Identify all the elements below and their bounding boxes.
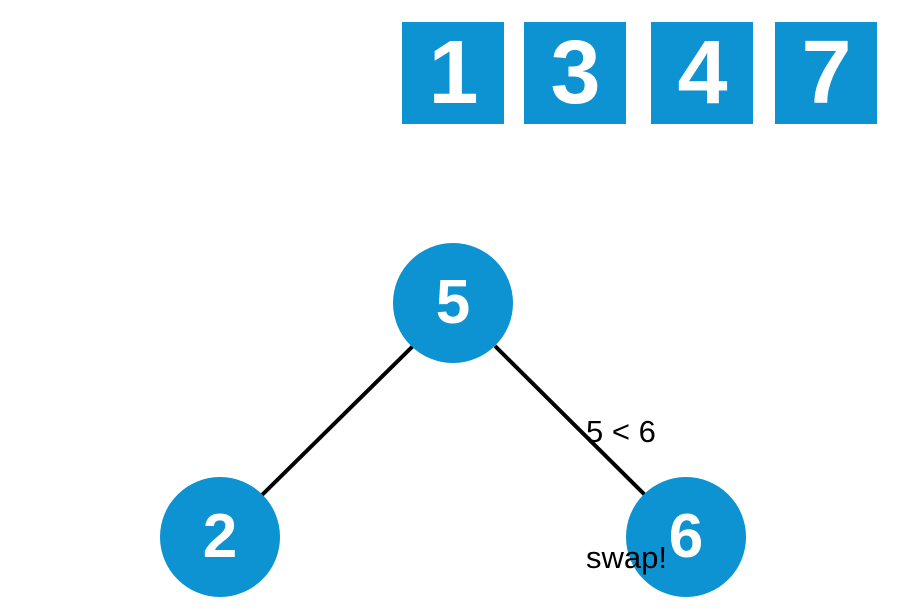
tree-node-root[interactable]: 5	[393, 243, 513, 363]
swap-annotation-action: swap!	[586, 540, 667, 575]
tree-edge-root-to-left	[260, 343, 416, 497]
array-cell-1[interactable]: 3	[524, 22, 626, 124]
array-cell-0[interactable]: 1	[402, 22, 504, 124]
array-cell-2[interactable]: 4	[651, 22, 753, 124]
tree-edge-root-to-right	[493, 344, 647, 497]
array-cell-3[interactable]: 7	[775, 22, 877, 124]
tree-node-right-child[interactable]: 6	[626, 477, 746, 597]
swap-annotation-comparison: 5 < 6	[586, 414, 656, 449]
swap-annotation: 5 < 6 swap!	[586, 327, 667, 613]
tree-node-left-child[interactable]: 2	[160, 477, 280, 597]
